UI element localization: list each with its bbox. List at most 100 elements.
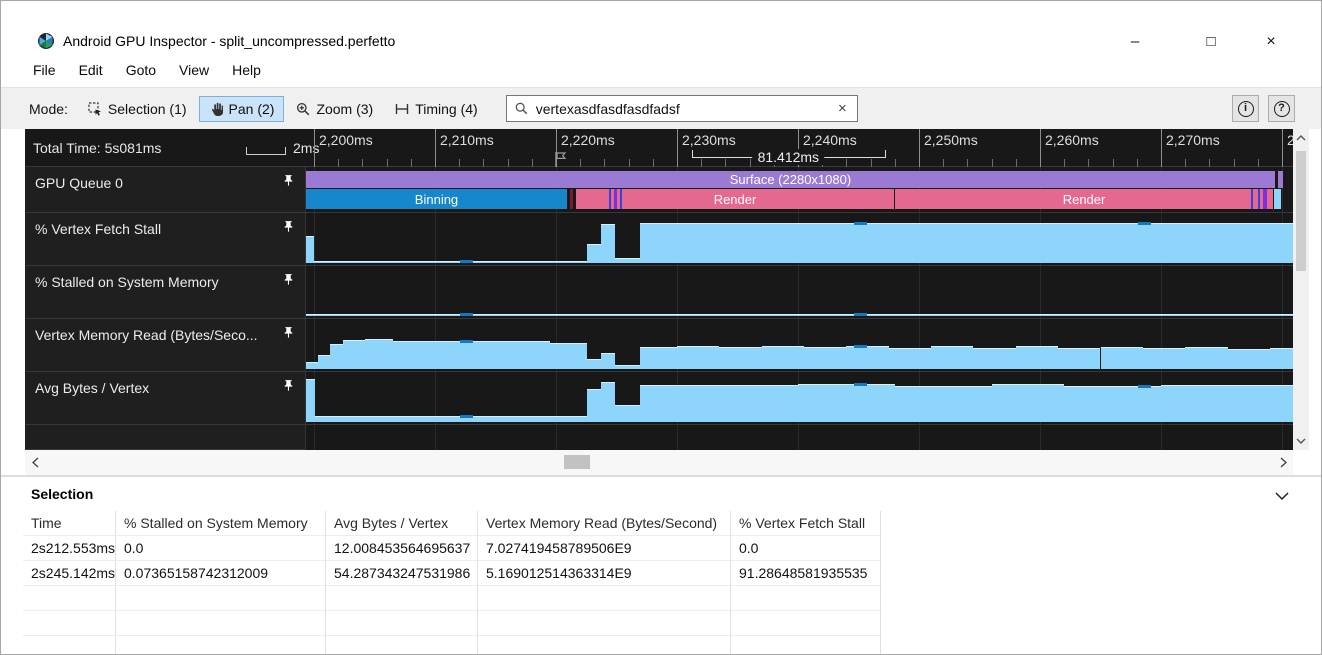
column-header: % Vertex Fetch Stall xyxy=(731,511,881,536)
table-row[interactable] xyxy=(23,611,881,636)
track-label-avg-bytes-vertex[interactable]: Avg Bytes / Vertex xyxy=(25,372,306,425)
mode-button-pan[interactable]: Pan (2) xyxy=(198,95,285,122)
slice-sliver[interactable] xyxy=(620,189,623,209)
selected-sample-marker[interactable] xyxy=(1138,221,1152,225)
menu-item-edit[interactable]: Edit xyxy=(78,62,103,78)
selected-sample-marker[interactable] xyxy=(459,313,473,316)
selected-sample-marker[interactable] xyxy=(854,221,868,225)
info-button[interactable]: i xyxy=(1232,95,1259,122)
slice-render[interactable]: Render xyxy=(895,189,1274,209)
selected-sample-marker[interactable] xyxy=(459,260,473,263)
column-header: Avg Bytes / Vertex xyxy=(326,511,478,536)
slice-sliver[interactable] xyxy=(608,189,612,209)
table-cell: 5.169012514363314E9 xyxy=(478,561,731,586)
selected-sample-marker[interactable] xyxy=(459,339,473,343)
mode-button-timing[interactable]: Timing (4) xyxy=(385,96,488,122)
scroll-right-icon[interactable] xyxy=(1275,454,1291,470)
menu-item-help[interactable]: Help xyxy=(232,62,261,78)
table-cell xyxy=(23,586,116,611)
counter-chart[interactable] xyxy=(306,323,1293,369)
help-button[interactable]: ? xyxy=(1268,95,1295,122)
counter-chart[interactable] xyxy=(306,376,1293,422)
ruler-major-tick xyxy=(677,129,678,167)
track-content[interactable] xyxy=(306,372,1293,425)
counter-chart[interactable] xyxy=(306,217,1293,263)
ruler-minor-tick xyxy=(604,159,606,167)
vertical-scroll-thumb[interactable] xyxy=(1296,151,1306,271)
clear-search-icon[interactable]: × xyxy=(837,100,847,117)
close-button[interactable]: × xyxy=(1266,33,1276,50)
ruler-tick-label: 2,200ms xyxy=(319,132,373,148)
track-label-gpu-queue-0[interactable]: GPU Queue 0 xyxy=(25,167,306,213)
mode-button-zoom[interactable]: Zoom (3) xyxy=(286,96,383,122)
vertical-scrollbar[interactable] xyxy=(1293,129,1309,450)
slice-sliver[interactable] xyxy=(570,189,574,209)
counter-chart[interactable] xyxy=(306,270,1293,316)
search-box[interactable]: × xyxy=(505,95,858,122)
chart-segment xyxy=(894,385,992,422)
table-row[interactable] xyxy=(23,586,881,611)
selected-sample-marker[interactable] xyxy=(854,313,868,316)
chart-segment xyxy=(601,224,616,263)
scroll-up-icon[interactable] xyxy=(1294,130,1308,146)
minimize-button[interactable]: – xyxy=(1130,33,1140,50)
collapse-chevron-icon[interactable] xyxy=(1275,488,1289,506)
slice-sliver[interactable] xyxy=(1263,189,1267,209)
ruler-minor-tick xyxy=(1257,159,1259,167)
slice-sliver[interactable] xyxy=(1273,189,1281,209)
track-content[interactable] xyxy=(306,266,1293,319)
info-icon: i xyxy=(1237,100,1254,117)
slice-sliver[interactable] xyxy=(613,189,617,209)
selected-sample-marker[interactable] xyxy=(854,382,868,386)
track-label-vertex-memory-read-bytes-seco-[interactable]: Vertex Memory Read (Bytes/Seco... xyxy=(25,319,306,372)
table-row[interactable] xyxy=(23,636,881,654)
selected-sample-marker[interactable] xyxy=(854,344,868,348)
flag-marker-icon[interactable] xyxy=(555,152,567,167)
chart-segment xyxy=(601,382,616,422)
selected-sample-marker[interactable] xyxy=(459,415,473,419)
chart-segment xyxy=(329,343,344,369)
maximize-button[interactable]: □ xyxy=(1206,33,1216,50)
title-bar: Android GPU Inspector - split_uncompress… xyxy=(1,1,1321,59)
horizontal-scrollbar[interactable] xyxy=(25,450,1293,475)
track-content[interactable] xyxy=(306,319,1293,372)
slice-binning[interactable]: Binning xyxy=(306,189,567,209)
chart-segment xyxy=(846,345,889,369)
table-cell xyxy=(478,586,731,611)
slice-render[interactable]: Render xyxy=(576,189,894,209)
pin-icon[interactable] xyxy=(282,326,295,344)
track-label--stalled-on-system-memory[interactable]: % Stalled on System Memory xyxy=(25,266,306,319)
horizontal-scroll-thumb[interactable] xyxy=(564,455,590,469)
pin-icon[interactable] xyxy=(282,273,295,291)
chart-segment xyxy=(343,340,365,369)
search-input[interactable] xyxy=(533,99,836,118)
slice-sliver[interactable] xyxy=(1258,189,1261,209)
menu-item-file[interactable]: File xyxy=(33,62,56,78)
selected-sample-marker[interactable] xyxy=(1138,385,1152,389)
track-label--vertex-fetch-stall[interactable]: % Vertex Fetch Stall xyxy=(25,213,306,266)
pin-icon[interactable] xyxy=(282,174,295,192)
scroll-down-icon[interactable] xyxy=(1294,433,1308,449)
chart-segment xyxy=(719,347,762,369)
ruler-minor-tick xyxy=(580,159,582,167)
column-header: % Stalled on System Memory xyxy=(116,511,326,536)
slice-sliver[interactable] xyxy=(1278,171,1284,188)
timeline-gridline xyxy=(677,167,678,450)
pin-icon[interactable] xyxy=(282,220,295,238)
slice-surface[interactable]: Surface (2280x1080) xyxy=(306,171,1275,188)
chart-segment xyxy=(306,236,314,263)
mode-button-selection[interactable]: Selection (1) xyxy=(78,96,197,122)
pin-icon[interactable] xyxy=(282,379,295,397)
menu-item-goto[interactable]: Goto xyxy=(125,62,157,78)
table-cell: 54.287343247531986 xyxy=(326,561,478,586)
scroll-left-icon[interactable] xyxy=(27,454,43,470)
chart-segment xyxy=(1058,347,1101,369)
slice-sliver[interactable] xyxy=(1251,189,1253,209)
menu-item-view[interactable]: View xyxy=(179,62,210,78)
ruler-minor-tick xyxy=(338,159,340,167)
track-content[interactable] xyxy=(306,213,1293,266)
